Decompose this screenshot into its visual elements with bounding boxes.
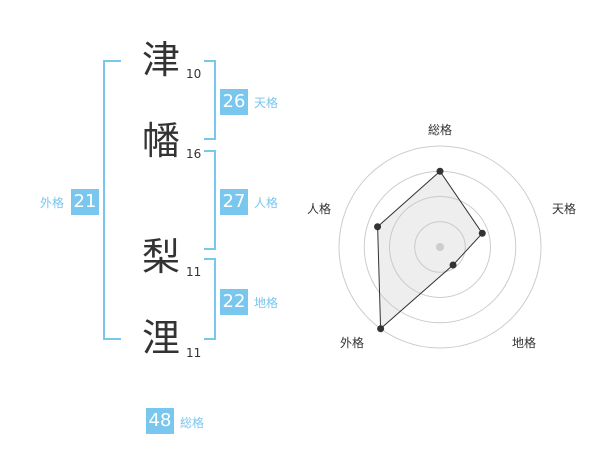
radar-axis-label-tenkaku: 天格 [552,202,577,216]
kanji-1: 津 [142,38,181,82]
gaikaku-label: 外格 [40,196,65,210]
radar-axis-label-jinkaku: 人格 [307,202,332,216]
radar-axis-label-gaikaku: 外格 [340,336,365,350]
radar-ring-2 [389,196,491,298]
stroke-count-4: 11 [186,346,202,360]
radar-point-4 [377,325,385,333]
soukaku-badge: 48 [146,408,174,434]
radar-data-polygon [377,170,483,330]
chikaku-label: 地格 [254,296,279,310]
stroke-count-2: 16 [186,147,202,161]
stroke-count-3: 11 [186,265,202,279]
jinkaku-badge: 27 [220,189,248,215]
gaikaku-bracket [103,60,121,340]
radar-center-dot [436,243,444,251]
chikaku-badge: 22 [220,289,248,315]
tenkaku-bracket [204,60,216,140]
gaikaku-badge: 21 [71,189,99,215]
radar-axis-label-chikaku: 地格 [512,336,537,350]
kanji-3: 梨 [142,235,181,279]
tenkaku-badge: 26 [220,89,248,115]
jinkaku-bracket [204,150,216,250]
jinkaku-label: 人格 [254,196,279,210]
tenkaku-label: 天格 [254,96,279,110]
radar-ring-4 [338,145,542,349]
radar-point-1 [436,167,444,175]
radar-axis-label-soukaku: 総格 [428,123,453,137]
kanji-2: 幡 [142,119,181,163]
stroke-count-1: 10 [186,67,202,81]
soukaku-label: 総格 [180,416,205,430]
kanji-4: 浬 [142,316,181,360]
radar-ring-1 [414,221,466,273]
radar-point-5 [374,223,382,231]
radar-point-2 [478,229,486,237]
chikaku-bracket [204,258,216,340]
radar-point-3 [449,261,457,269]
